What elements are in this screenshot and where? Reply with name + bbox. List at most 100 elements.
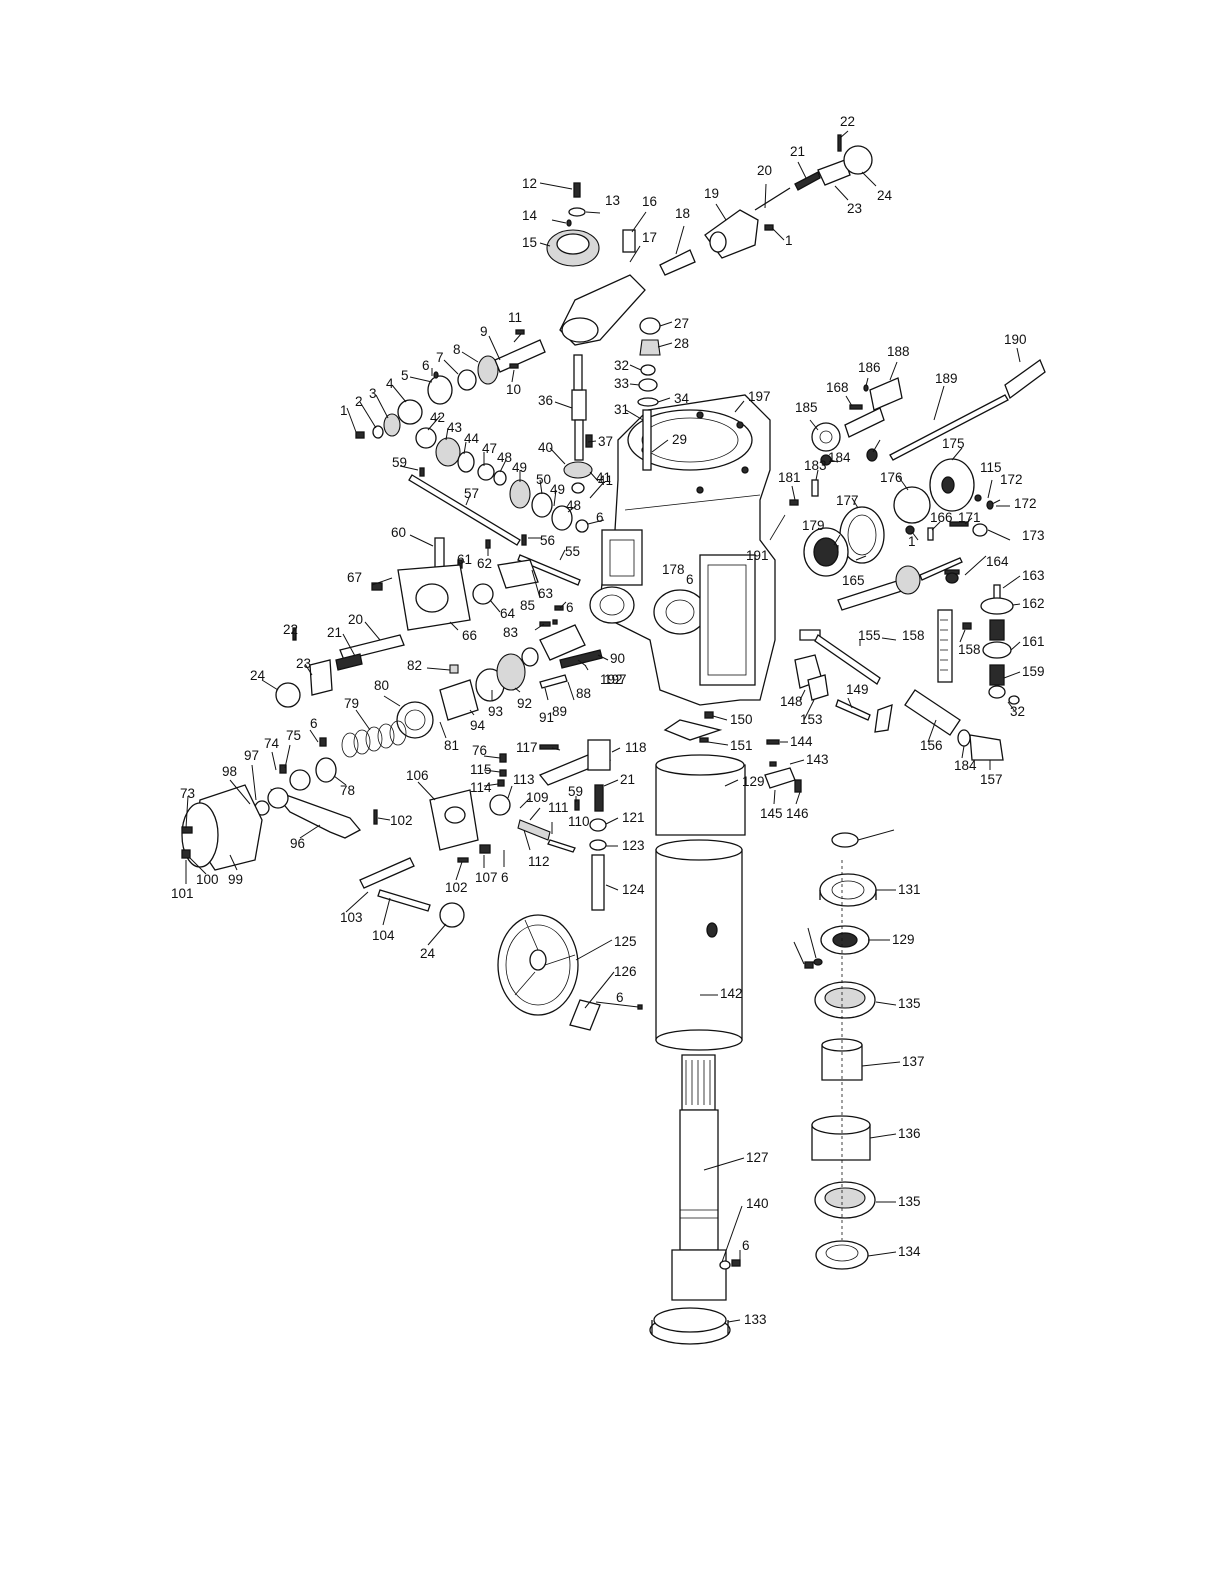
part-label: 20 xyxy=(757,163,772,178)
part-label: 67 xyxy=(347,570,362,585)
part-label: 143 xyxy=(806,752,829,767)
part-label: 179 xyxy=(802,518,825,533)
part-label: 32 xyxy=(1010,704,1025,719)
leader-lines xyxy=(185,130,1021,1323)
part-label: 115 xyxy=(470,762,492,777)
part-label: 21 xyxy=(790,144,805,159)
part-label: 157 xyxy=(980,772,1003,787)
part-label: 127 xyxy=(746,1150,769,1165)
part-label: 106 xyxy=(406,768,429,783)
part-label: 48 xyxy=(566,498,581,513)
part-label: 97 xyxy=(244,748,259,763)
part-label: 28 xyxy=(674,336,689,351)
part-label: 43 xyxy=(447,420,462,435)
part-label: 1 xyxy=(340,403,348,418)
part-label: 42 xyxy=(430,410,445,425)
clutch-spring-group xyxy=(181,624,603,871)
part-label: 78 xyxy=(340,783,355,798)
part-label: 126 xyxy=(614,964,637,979)
part-label: 137 xyxy=(902,1054,925,1069)
part-label: 6 xyxy=(616,990,624,1005)
part-label: 5 xyxy=(401,368,409,383)
part-label: 111 xyxy=(548,800,569,815)
worm-gear-assembly xyxy=(546,134,873,494)
part-label: 19 xyxy=(704,186,719,201)
part-label: 149 xyxy=(846,682,869,697)
quill-group xyxy=(655,711,746,1051)
part-label: 44 xyxy=(464,431,480,446)
part-label: 31 xyxy=(614,402,629,417)
part-label: 59 xyxy=(568,784,583,799)
part-label: 129 xyxy=(892,932,915,947)
part-label: 48 xyxy=(497,450,512,465)
part-label: 98 xyxy=(222,764,237,779)
part-label: 6 xyxy=(501,870,509,885)
part-label: 49 xyxy=(550,482,565,497)
part-label: 16 xyxy=(642,194,657,209)
part-label: 29 xyxy=(672,432,687,447)
left-cover-group xyxy=(275,537,564,708)
part-label: 134 xyxy=(898,1244,921,1259)
part-label: 142 xyxy=(720,986,743,1001)
part-label: 22 xyxy=(283,622,298,637)
part-label: 131 xyxy=(898,882,921,897)
part-label: 18 xyxy=(675,206,690,221)
part-label: 6 xyxy=(742,1238,750,1253)
part-label: 158 xyxy=(902,628,925,643)
part-label: 75 xyxy=(286,728,301,743)
part-label: 177 xyxy=(836,493,859,508)
part-label: 166 xyxy=(930,510,953,525)
part-label: 197 xyxy=(604,672,627,687)
part-label: 150 xyxy=(730,712,753,727)
part-label: 136 xyxy=(898,1126,921,1141)
part-label: 8 xyxy=(453,342,461,357)
part-label: 156 xyxy=(920,738,943,753)
part-label: 6 xyxy=(310,716,318,731)
part-label: 6 xyxy=(686,572,694,587)
part-label: 125 xyxy=(614,934,637,949)
part-label: 164 xyxy=(986,554,1009,569)
part-label: 17 xyxy=(642,230,657,245)
part-label: 73 xyxy=(180,786,195,801)
part-label: 47 xyxy=(482,441,497,456)
part-label: 113 xyxy=(513,772,535,787)
part-label: 27 xyxy=(674,316,689,331)
part-label: 121 xyxy=(622,810,645,825)
part-label: 60 xyxy=(391,525,406,540)
part-label: 92 xyxy=(517,696,532,711)
part-label: 140 xyxy=(746,1196,769,1211)
part-label: 64 xyxy=(500,606,516,621)
part-label: 184 xyxy=(954,758,977,773)
part-label: 102 xyxy=(390,813,413,828)
part-label: 163 xyxy=(1022,568,1045,583)
part-label: 148 xyxy=(780,694,803,709)
part-label: 24 xyxy=(420,946,436,961)
part-label: 107 xyxy=(475,870,498,885)
part-label: 6 xyxy=(422,358,430,373)
part-label: 104 xyxy=(372,928,395,943)
part-label: 32 xyxy=(614,358,629,373)
part-label: 103 xyxy=(340,910,363,925)
part-label: 76 xyxy=(472,743,487,758)
part-label: 74 xyxy=(264,736,280,751)
part-label: 22 xyxy=(840,114,855,129)
bearing-stack xyxy=(804,832,877,1270)
part-label: 168 xyxy=(826,380,849,395)
part-label: 88 xyxy=(576,686,591,701)
part-label: 21 xyxy=(327,625,342,640)
part-label: 165 xyxy=(842,573,865,588)
part-label: 82 xyxy=(407,658,422,673)
part-label: 101 xyxy=(171,886,194,901)
part-label: 66 xyxy=(462,628,477,643)
part-label: 124 xyxy=(622,882,645,897)
part-label: 85 xyxy=(520,598,535,613)
part-label: 81 xyxy=(444,738,459,753)
part-label: 59 xyxy=(392,455,407,470)
part-label: 56 xyxy=(540,533,555,548)
left-gear-train xyxy=(355,329,589,586)
head-casting xyxy=(589,394,786,706)
part-label: 161 xyxy=(1022,634,1045,649)
part-label: 7 xyxy=(436,350,444,365)
part-label: 1 xyxy=(908,534,916,549)
